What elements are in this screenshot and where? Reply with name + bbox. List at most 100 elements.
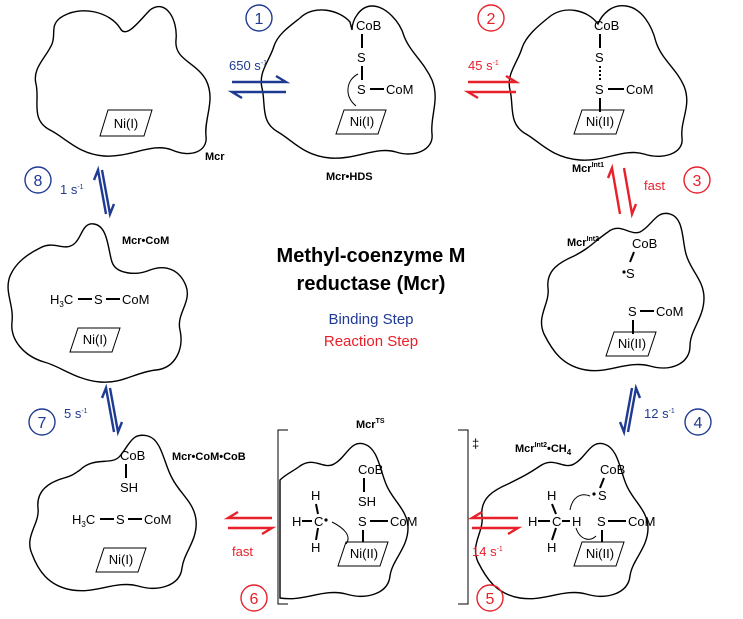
- step-rate: 1 s-1: [60, 182, 84, 197]
- electron-arrow: [347, 73, 359, 107]
- step-8: 8 1 s-1: [24, 165, 116, 219]
- step-number-circle: [476, 584, 504, 612]
- forward-arrow: [622, 167, 638, 219]
- state-label-mcr-ts: McrTS: [356, 418, 385, 431]
- ni-label: Ni(II): [618, 336, 646, 351]
- reverse-arrow: [228, 526, 277, 536]
- radical-dot: [324, 518, 328, 522]
- forward-arrow: [92, 165, 108, 215]
- step-number-circle: [684, 408, 712, 436]
- nickel-square: [95, 547, 147, 573]
- step-number-circle: [28, 408, 56, 436]
- s-label: S: [116, 512, 125, 527]
- s-label: S: [358, 514, 367, 529]
- bond: [315, 503, 319, 515]
- step-number: 2: [487, 11, 496, 28]
- bond: [315, 527, 319, 541]
- ni-label: Ni(I): [83, 332, 108, 347]
- cob-label: CoB: [358, 462, 383, 477]
- state-mcr-com: H3C S CoM Ni(I) Mcr•CoM: [7, 223, 188, 383]
- sh-label: SH: [120, 480, 138, 495]
- reverse-arrow: [626, 383, 642, 433]
- s-label: S: [595, 50, 604, 65]
- step-number: 1: [255, 11, 264, 28]
- reverse-arrow: [606, 163, 622, 215]
- h-label: H: [572, 514, 581, 529]
- step-rate: 45 s-1: [468, 58, 499, 73]
- ni-label: Ni(II): [350, 546, 378, 561]
- bond: [629, 251, 635, 263]
- step-7: 7 5 s-1: [28, 383, 124, 437]
- forward-arrow: [618, 387, 634, 437]
- h-label: H: [547, 488, 556, 503]
- reverse-arrow: [472, 526, 523, 536]
- protein-outline: [540, 212, 705, 372]
- reverse-arrow: [100, 169, 116, 219]
- step-rate: fast: [644, 178, 665, 193]
- state-label-mcr: Mcr: [205, 151, 225, 163]
- electron-arrow: [575, 527, 597, 540]
- reverse-arrow: [108, 387, 124, 437]
- forward-arrow: [100, 383, 116, 433]
- ts-bracket-left: [277, 429, 288, 605]
- protein-outline: [29, 434, 197, 592]
- step-number: 8: [34, 173, 43, 190]
- protein-outline: [508, 5, 688, 161]
- electron-arrow: [331, 521, 349, 545]
- title-line1: Methyl-coenzyme M: [277, 245, 466, 267]
- electron-arrow: [569, 494, 591, 511]
- c-label: C: [552, 514, 561, 529]
- state-mcr: Ni(I) Mcr: [34, 5, 225, 163]
- state-label-mcr-int2: McrInt2: [567, 236, 599, 249]
- state-mcr-com-cob: CoB SH H3C S CoM Ni(I) Mcr•CoM•CoB: [29, 434, 246, 592]
- s-label: S: [595, 82, 604, 97]
- forward-arrow: [468, 74, 521, 84]
- state-mcr-int2-ch4: CoB S H H C H H S CoM Ni(II) McrInt2•CH4: [474, 442, 655, 600]
- nickel-square: [573, 109, 625, 135]
- step-4: 4 12 s-1: [618, 383, 712, 437]
- state-label-mcr-int2-ch4: McrInt2•CH4: [515, 442, 572, 457]
- cob-label: CoB: [356, 18, 381, 33]
- step-5: 5 14 s-1: [467, 510, 523, 612]
- h-label: H: [547, 540, 556, 555]
- radical-dot: [592, 492, 596, 496]
- reverse-arrow: [463, 90, 516, 100]
- bond: [551, 527, 557, 541]
- step-number: 3: [693, 173, 702, 190]
- s-label: S: [597, 514, 606, 529]
- ni-label: Ni(I): [350, 114, 375, 129]
- protein-outline: [260, 5, 436, 159]
- cob-label: CoB: [632, 236, 657, 251]
- step-number-circle: [477, 4, 505, 32]
- step-1: 1 650 s-1: [227, 4, 291, 100]
- forward-arrow: [467, 510, 518, 520]
- h-label: H: [311, 540, 320, 555]
- radical-dot: [622, 270, 626, 274]
- com-label: CoM: [626, 82, 653, 97]
- s-label: S: [357, 50, 366, 65]
- ni-label: Ni(I): [109, 552, 134, 567]
- com-label: CoM: [628, 514, 655, 529]
- ni-label: Ni(II): [586, 546, 614, 561]
- step-number: 4: [694, 415, 703, 432]
- step-number: 7: [38, 415, 47, 432]
- nickel-square: [573, 541, 625, 567]
- state-mcr-ts: ‡ CoB SH H H C H S CoM Ni(II) McrTS: [277, 418, 479, 605]
- com-label: CoM: [386, 82, 413, 97]
- ts-dagger: ‡: [472, 436, 479, 451]
- step-rate: 14 s-1: [472, 544, 503, 559]
- step-number-circle: [240, 584, 268, 612]
- cob-label: CoB: [120, 448, 145, 463]
- title-line2: reductase (Mcr): [297, 273, 446, 295]
- s-label: S: [357, 82, 366, 97]
- nickel-square: [335, 109, 387, 135]
- ni-label: Ni(II): [586, 114, 614, 129]
- state-mcr-int2: CoB S S CoM Ni(II) McrInt2: [540, 212, 705, 372]
- h3c-label: H3C: [50, 292, 73, 309]
- step-rate: 12 s-1: [644, 406, 675, 421]
- com-label: CoM: [656, 304, 683, 319]
- h-label: H: [292, 514, 301, 529]
- step-number-circle: [683, 166, 711, 194]
- h-label: H: [311, 488, 320, 503]
